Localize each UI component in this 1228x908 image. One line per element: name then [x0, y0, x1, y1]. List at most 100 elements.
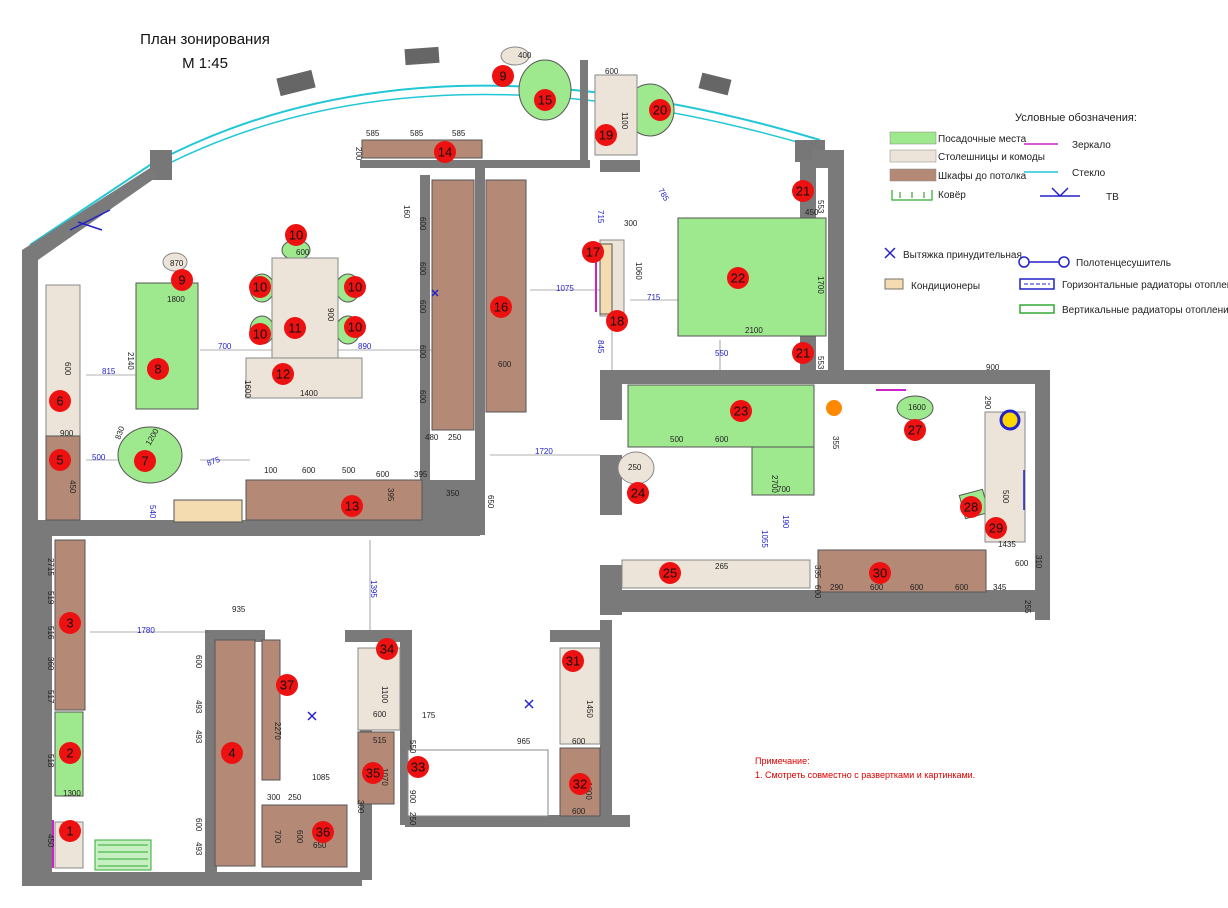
- legend-swatch-carpet: [891, 190, 933, 201]
- zone-marker-label: 18: [610, 314, 624, 329]
- sideboard-12: [245, 357, 363, 399]
- zone-marker-21: [792, 180, 814, 202]
- dining-table-11: [271, 257, 339, 359]
- legend-label-hrad: Горизонтальные радиаторы отопления: [1062, 280, 1228, 291]
- legend-swatch-counter: [889, 149, 937, 163]
- dimension-value: 600: [572, 807, 586, 816]
- dimension-value: 250: [628, 463, 642, 472]
- zone-marker-label: 37: [280, 678, 294, 693]
- zone-marker-label: 35: [366, 766, 380, 781]
- dimension-value: 345: [993, 583, 1007, 592]
- dimension-value: 1055: [760, 530, 769, 548]
- zone-marker-5: [49, 449, 71, 471]
- zone-marker-label: 5: [56, 453, 63, 468]
- dimension-value: 493: [194, 842, 203, 856]
- zone-marker-31: [562, 650, 584, 672]
- dimension-value: 1100: [380, 686, 389, 704]
- dimension-value: 290: [830, 583, 844, 592]
- sofa-8: [135, 282, 199, 410]
- zone-marker-label: 31: [566, 654, 580, 669]
- legend-label-ac: Кондиционеры: [911, 281, 980, 292]
- dimension-value: 265: [715, 562, 729, 571]
- dimension-value: 100: [264, 466, 278, 475]
- dimension-value: 585: [452, 129, 466, 138]
- legend-swatch-ac: [884, 278, 904, 290]
- dimension-value: 650: [486, 495, 495, 509]
- dimension-value: 1780: [137, 626, 155, 635]
- dimension-value: 2270: [273, 722, 282, 740]
- zone-marker-9: [171, 269, 193, 291]
- dimension-value: 250: [448, 433, 462, 442]
- dimension-value: 2100: [745, 326, 763, 335]
- dimension-value: 600: [1015, 559, 1029, 568]
- dimension-value: 1075: [556, 284, 574, 293]
- dimension-value: 585: [410, 129, 424, 138]
- zone-marker-22: [727, 267, 749, 289]
- dimension-value: 450: [805, 208, 819, 217]
- zone-marker-24: [627, 482, 649, 504]
- walls: [22, 60, 1050, 886]
- dimension-value: 517: [46, 690, 55, 704]
- dimension-value: 300: [624, 219, 638, 228]
- dimension-value: 900: [408, 790, 417, 804]
- legend-label-tv: ТВ: [1106, 192, 1119, 203]
- dimension-value: 600: [813, 585, 822, 599]
- zone-marker-label: 20: [653, 103, 667, 118]
- dimension-value: 190: [781, 515, 790, 529]
- legend-label-carpet: Ковёр: [938, 190, 966, 201]
- dimension-value: 600: [870, 583, 884, 592]
- cabinet-37: [261, 639, 281, 781]
- zone-marker-7: [134, 450, 156, 472]
- dimension-value: 175: [422, 711, 436, 720]
- zone-marker-label: 10: [348, 280, 362, 295]
- zone-marker-label: 10: [253, 280, 267, 295]
- ac-units: [173, 243, 613, 523]
- legend-label-seating: Посадочные места: [938, 134, 1027, 145]
- zone-marker-label: 33: [411, 760, 425, 775]
- dimension-value: 875: [206, 455, 222, 468]
- dimension-value: 1720: [535, 447, 553, 456]
- unit-25: [621, 559, 811, 589]
- zone-marker-13: [341, 495, 363, 517]
- dimension-value: 250: [288, 793, 302, 802]
- cabinet-5: [45, 435, 81, 521]
- cabinet-30: [817, 549, 987, 593]
- note-text: 1. Смотреть совместно с развертками и ка…: [755, 770, 975, 780]
- dimension-value: 700: [218, 342, 232, 351]
- zone-marker-35: [362, 762, 384, 784]
- dimension-value: 335: [813, 565, 822, 579]
- zone-marker-label: 28: [964, 500, 978, 515]
- legend-swatch-seating: [889, 131, 937, 145]
- zone-marker-9: [492, 65, 514, 87]
- zone-marker-11: [284, 317, 306, 339]
- zone-marker-30: [869, 562, 891, 584]
- seating-zones: [54, 59, 990, 797]
- dimension-value: 600: [418, 390, 427, 404]
- zone-marker-label: 3: [66, 616, 73, 631]
- cabinet-36: [261, 804, 348, 868]
- dimension-value: 1600: [243, 380, 252, 398]
- zone-marker-label: 11: [288, 321, 302, 336]
- legend-swatch-tv: [1040, 187, 1080, 198]
- dimension-value: 1060: [634, 262, 643, 280]
- dimension-value: 600: [605, 67, 619, 76]
- zone-marker-label: 32: [573, 777, 587, 792]
- legend-label-towel: Полотенцесушитель: [1076, 258, 1171, 269]
- legend: Условные обозначения:Посадочные местаСто…: [884, 112, 1228, 316]
- dimension-value: 1070: [380, 768, 389, 786]
- dimension-value: 715: [596, 210, 605, 224]
- dimension-value: 900: [60, 429, 74, 438]
- zone-marker-19: [595, 124, 617, 146]
- dimension-value: 518: [46, 754, 55, 768]
- zone-marker-15: [534, 89, 556, 111]
- dimension-value: 2140: [126, 352, 135, 370]
- zone-marker-label: 2: [66, 746, 73, 761]
- dimension-value: 480: [425, 433, 439, 442]
- dimension-value: 1000: [584, 782, 593, 800]
- dimension-value: 700: [273, 830, 282, 844]
- zone-marker-label: 25: [663, 566, 677, 581]
- dimension-value: 1300: [63, 789, 81, 798]
